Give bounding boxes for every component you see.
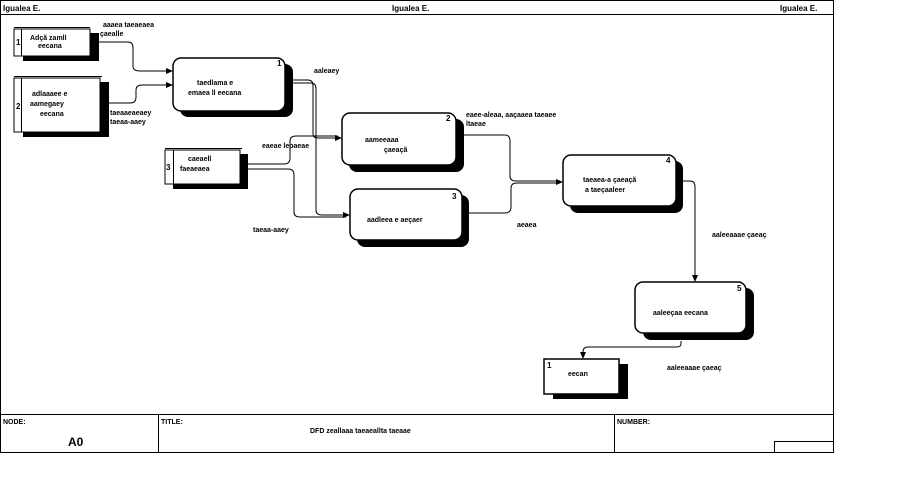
flow-label: aaaea taeaeaea [103, 22, 154, 29]
process-4[interactable]: 4 taeaea-a çaeaçã a taeçaaleer [562, 154, 683, 213]
header-author-left: Igualea E. [3, 4, 40, 13]
svg-text:4: 4 [666, 156, 671, 165]
process-1[interactable]: 1 taedlama e emaea ll eecana [172, 57, 293, 117]
title-value: DFD zeallaaa taeaeallta taeaae [310, 428, 411, 435]
svg-text:Adçã zamll: Adçã zamll [30, 35, 67, 42]
external-entity-3[interactable]: 3 caeaell faeaeaea [164, 148, 248, 190]
flow-label: taeaa-aaey [253, 227, 289, 234]
flow-label: aeaea [517, 222, 537, 229]
svg-text:aadleea e aeçaer: aadleea e aeçaer [367, 217, 423, 224]
svg-text:3: 3 [452, 192, 457, 201]
flow-label: eaeae lepaeae [262, 143, 309, 150]
svg-text:çaeaçã: çaeaçã [384, 147, 407, 154]
external-entity-1[interactable]: 1 Adçã zamll eecana [13, 27, 99, 62]
svg-text:3: 3 [166, 163, 171, 172]
external-entity-output[interactable]: 1 eecan [543, 358, 628, 399]
svg-text:eecana: eecana [38, 43, 62, 50]
flow-label: taeaa-aaey [110, 119, 146, 126]
svg-text:2: 2 [446, 114, 451, 123]
title-label: TITLE: [161, 419, 183, 426]
flow-label: eaee-aleaa, aaçaaea taeaee [466, 112, 556, 119]
svg-text:eecan: eecan [568, 371, 588, 378]
flow-label: çaealle [100, 31, 123, 38]
process-5[interactable]: 5 aaleeçaa eecana [634, 281, 754, 340]
flow-label: aaleeaaae çaeaç [667, 365, 722, 372]
external-entity-2[interactable]: 2 adlaaaee e aamegaey eecana [13, 76, 109, 138]
flow-label: ltaeae [466, 121, 486, 128]
svg-text:adlaaaee e: adlaaaee e [32, 91, 68, 98]
data-flows [97, 41, 698, 359]
svg-text:2: 2 [16, 102, 21, 111]
flow-label: aaleaey [314, 68, 339, 75]
svg-text:1: 1 [547, 361, 552, 370]
header-author-right: Igualea E. [780, 4, 817, 13]
svg-text:aaleeçaa eecana: aaleeçaa eecana [653, 310, 708, 317]
node-value: A0 [68, 435, 84, 449]
svg-text:aameeaaa: aameeaaa [365, 137, 399, 144]
flow-label: aaleeaaae çaeaç [712, 232, 767, 239]
process-2[interactable]: 2 aameeaaa çaeaçã [341, 112, 464, 172]
header-author-center: Igualea E. [392, 4, 429, 13]
svg-text:1: 1 [277, 59, 282, 68]
svg-text:taedlama e: taedlama e [197, 80, 233, 87]
entity-number: 1 [16, 38, 21, 47]
flow-label: taeaaeaeaey [110, 110, 151, 117]
svg-text:aamegaey: aamegaey [30, 101, 64, 108]
svg-text:caeaell: caeaell [188, 156, 211, 163]
process-3[interactable]: 3 aadleea e aeçaer [349, 188, 469, 247]
svg-text:eecana: eecana [40, 111, 64, 118]
node-label: NODE: [3, 419, 26, 426]
outer-frame [0, 0, 834, 453]
svg-text:faeaeaea: faeaeaea [180, 166, 210, 173]
number-label: NUMBER: [617, 419, 650, 426]
footer-small-box [774, 441, 834, 453]
svg-text:taeaea-a çaeaçã: taeaea-a çaeaçã [583, 177, 636, 184]
svg-text:emaea ll eecana: emaea ll eecana [188, 90, 241, 97]
svg-text:5: 5 [737, 284, 742, 293]
svg-text:a taeçaaleer: a taeçaaleer [585, 187, 625, 194]
